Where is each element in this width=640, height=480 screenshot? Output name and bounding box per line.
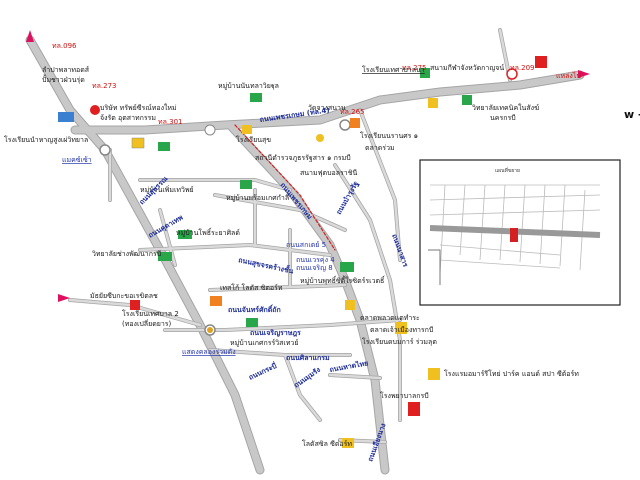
label-police: สถานีตำรวจภูธรรัฐสาร ๑ กรมบี xyxy=(255,154,351,162)
label-market-top: ตลาดร่วม xyxy=(365,144,395,152)
mitsu-icon xyxy=(204,124,216,136)
office-icon xyxy=(131,137,145,149)
label-hospital: โรงพยาบาลกรบี xyxy=(380,391,429,400)
label-west-school: มัธยัยซีบกะขอเรขิตลช xyxy=(90,292,158,300)
route-badges: ทล.096 ทล.273 ทล.301 ทล.275 ทล.209 ทล.26… xyxy=(52,42,535,126)
label-station: ปั้มชาวฝ่วนรุ่ด xyxy=(42,73,85,84)
hospital-icon xyxy=(408,402,420,416)
label-school-bottom-right: โรงเรียนดบมการ์ ร่วมลุต xyxy=(362,337,437,346)
label-west-school-2: โรงเรียนเทศบาล 2 xyxy=(122,309,179,318)
arena-icon xyxy=(428,98,438,108)
label-uni: วิทยาลัยเทคนิคในสังฆ์ xyxy=(472,103,539,112)
shell-station-icon xyxy=(316,134,324,142)
badge-3: ทล.301 xyxy=(158,118,183,126)
badge-4: ทล.275 xyxy=(402,64,427,72)
badge-2: ทล.273 xyxy=(92,82,117,90)
badge-1: ทล.096 xyxy=(52,42,77,50)
label-school-left: โรงเรียนนำหาญสูงเผ่วิทยาล xyxy=(4,135,88,144)
village-icon-4 xyxy=(246,318,258,327)
park-icon xyxy=(420,68,430,78)
label-kindergarten: โรงเรียนสุข xyxy=(236,135,271,144)
tesco-icon xyxy=(210,296,222,306)
inset-title: แผนที่ขยาย xyxy=(495,167,520,174)
label-lake: ลำปาพลาทอดส์ xyxy=(42,66,90,74)
label-field: สนามฟุตบอลราชินี xyxy=(300,169,357,177)
label-cross-top-right: โรงเรียนเทศาบาลนา xyxy=(362,65,425,74)
label-west-school-3: (ทองเปลี่ยดยาร) xyxy=(122,319,172,328)
badge-5: ทล.209 xyxy=(510,64,535,72)
station-icon xyxy=(90,105,100,115)
school-building-icon xyxy=(58,112,74,122)
label-company-1: บริษัท ทรัพย์ซีรณ์ทองใหม่ xyxy=(100,103,177,112)
label-big-market: ตลาดเจ้าเมืองทารกบี xyxy=(370,326,433,334)
label-company-2: จ้งรัต อุตสาทกรรม xyxy=(100,114,156,122)
label-nakhon: นครกรบี xyxy=(490,114,516,122)
label-wat: วัดจวงสนาน xyxy=(308,104,346,112)
label-lotus-bottom: โลตัสซิล ซีต่อร์ท xyxy=(302,439,352,448)
village-icon-1 xyxy=(250,93,262,102)
label-market-left: แมคซ์เซ้า xyxy=(62,156,92,164)
label-college-left: วิทยาลัยช่างพัฒนากรบี xyxy=(92,250,161,258)
arrow-west-icon xyxy=(58,294,70,302)
arrow-north-icon xyxy=(26,30,34,42)
label-village-mid-1: หมู่บ้านเพิ่มเทวิพย์ xyxy=(140,185,194,194)
flag-icon xyxy=(535,56,547,68)
roundabout-center-icon xyxy=(339,119,351,131)
school-icon-2 xyxy=(395,322,407,334)
inset-map: แผนที่ขยาย xyxy=(419,159,621,306)
school-icon-1 xyxy=(242,125,252,134)
label-school-kanchana: โรงเรียนนรานศร ๑ xyxy=(360,131,418,140)
poi-icons xyxy=(58,56,547,448)
place-labels: ลำปาพลาทอดส์ ปั้มชาวฝ่วนรุ่ด บริษัท ทรัพ… xyxy=(4,64,581,448)
lotus-icon xyxy=(342,438,354,448)
label-village-mid-3: หมู่บ้านโพธิ์ระยาศิลด์ xyxy=(176,227,240,237)
badge-6: ทล.265 xyxy=(340,108,365,116)
bus-icon-2 xyxy=(178,230,192,239)
college-icon xyxy=(462,95,472,105)
label-arena: สนามกีฬาจังหวัดกาญจน์ xyxy=(430,64,504,72)
label-village-mid-2: หมู่บ้านพร้อมเกศกำลี xyxy=(226,194,289,202)
monument-icon xyxy=(207,327,213,333)
right-edge-label: w - xyxy=(624,108,640,121)
label-village-top-1: หมู่บ้านนันทลาวิยฐุล xyxy=(218,82,279,90)
pin-icon xyxy=(130,300,140,310)
village-icon-2 xyxy=(240,180,252,189)
label-market-mid: ตลาดพลาตแตทำระ xyxy=(360,314,420,322)
bus-icon xyxy=(158,142,170,151)
market-icon xyxy=(345,300,355,310)
label-road-sign-c: ถนนเจริญ 8 xyxy=(296,264,333,272)
arrow-east-icon xyxy=(578,70,590,78)
village-icon-3 xyxy=(340,262,354,272)
label-cross: แสดงคลองร่วมดัง xyxy=(182,348,236,356)
road-label-s1: ถนนจันทร์ศักดิ์ถัก xyxy=(228,304,281,314)
hotel-icon xyxy=(428,368,440,380)
bus-icon-3 xyxy=(158,252,172,261)
road-label-s3: ถนนศิลาแกรม xyxy=(286,354,330,362)
esso-icon xyxy=(506,68,518,80)
road-label-s2: ถนนเจริญราษฎร xyxy=(250,329,301,337)
label-road-sign-b: ถนนเวรคุ่ง 4 xyxy=(296,256,335,264)
inset-grid xyxy=(429,184,601,276)
label-village-right: หมู่บ้านพุทธิ์ซิตี้ใรซิตร์รเวตธิ์ xyxy=(300,274,386,285)
label-top-right-sign: แหล่งไป xyxy=(556,71,581,80)
direction-arrows xyxy=(26,30,590,302)
temple-icon xyxy=(350,118,360,128)
road-network xyxy=(25,28,585,475)
roundabout-left-icon xyxy=(99,144,111,156)
label-hotel: โรงแรมอมาร์รีโทย่ ปาร์ค แอนด์ สปา ซีต้อร… xyxy=(444,369,579,378)
highway-red-line xyxy=(234,124,336,251)
inset-target-marker xyxy=(510,228,518,242)
label-village-bottom: หมู่บ้านเกศกรร์วิสเทวย์ xyxy=(230,339,298,347)
label-road-sign-a: ถนนสกเตย์ 5 xyxy=(286,241,326,249)
label-tesco: เทสโก้ โลตัส ซิตอร์ท xyxy=(220,283,283,292)
